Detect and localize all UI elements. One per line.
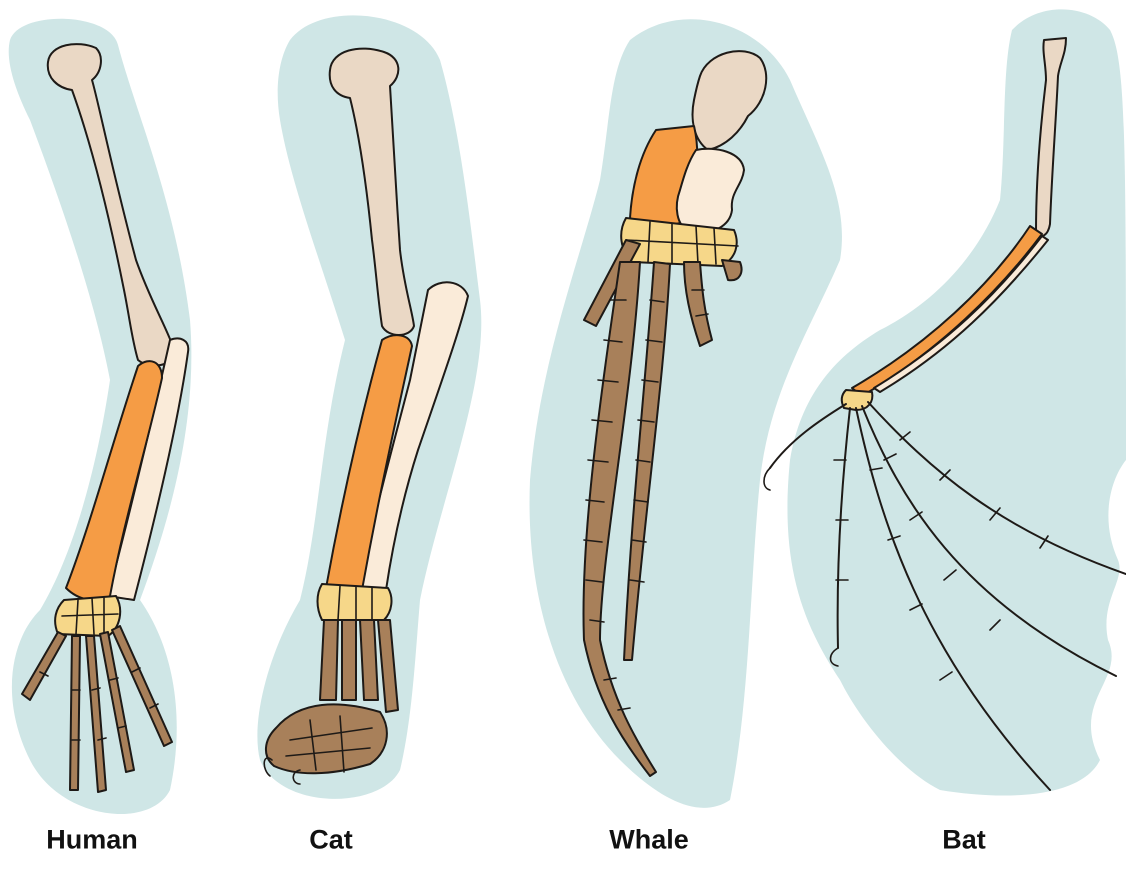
label-human: Human <box>46 825 138 856</box>
label-bat: Bat <box>942 825 986 856</box>
cat-carpals <box>318 584 392 620</box>
human-limb <box>9 19 192 814</box>
label-cat: Cat <box>309 825 353 856</box>
bat-silhouette <box>787 9 1126 795</box>
whale-limb <box>530 19 842 808</box>
bat-carpals <box>842 390 873 410</box>
cat-limb <box>257 15 481 799</box>
bat-limb <box>764 9 1126 795</box>
label-whale: Whale <box>609 825 689 856</box>
